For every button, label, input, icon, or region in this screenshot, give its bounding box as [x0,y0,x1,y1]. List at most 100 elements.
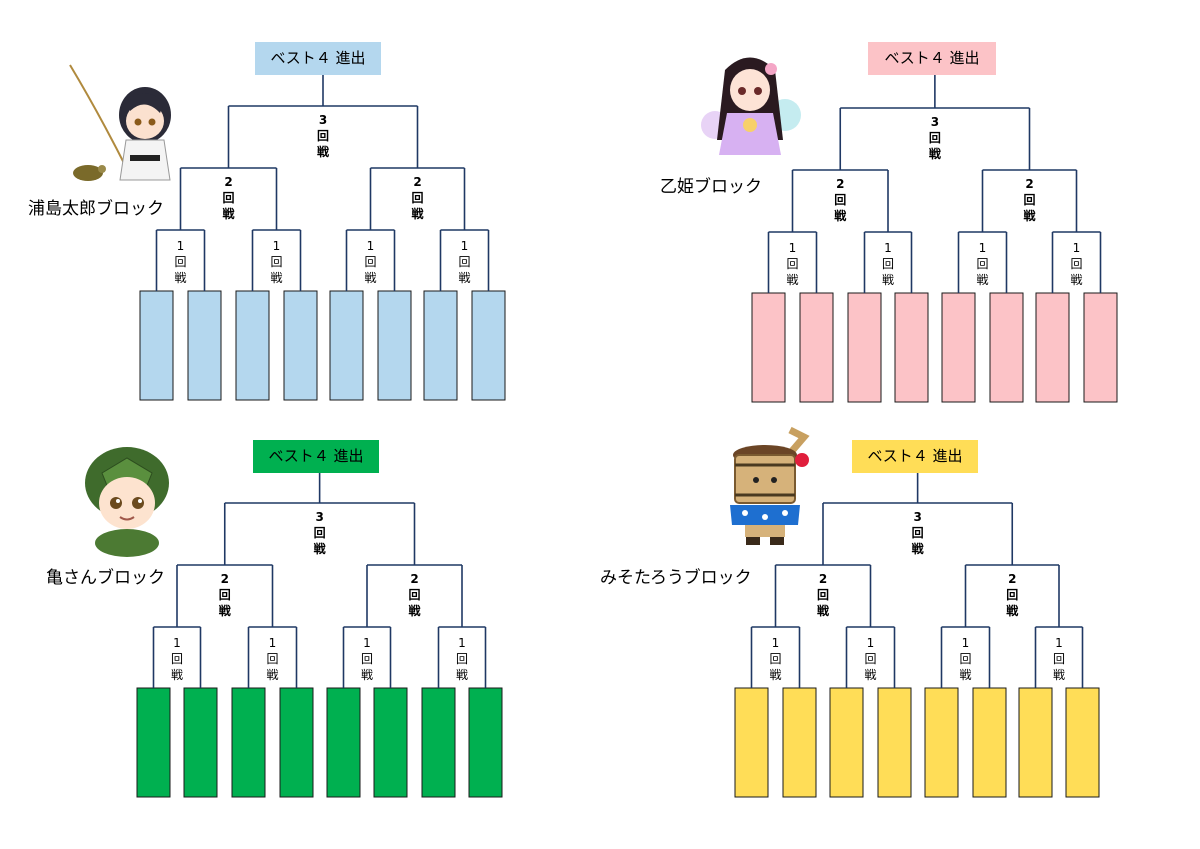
entry-slot[interactable] [373,687,408,798]
round1-label-char: 戦 [864,668,877,682]
round1-label-char: 戦 [786,273,799,287]
entry-slot[interactable] [329,290,364,401]
entry-slot[interactable] [283,290,318,401]
round2-label-char: 戦 [816,604,829,618]
entry-slot[interactable] [326,687,361,798]
round1-label-char: 1 [1055,636,1063,650]
round1-label-char: 1 [173,636,181,650]
round2-label-char: 回 [1006,588,1019,602]
entry-slot[interactable] [279,687,314,798]
round1-label-char: 回 [881,257,894,271]
entry-slot[interactable] [231,687,266,798]
round2-label: 2 回戦 [213,571,237,619]
entry-slot[interactable] [972,687,1007,798]
round1-label-char: 戦 [959,668,972,682]
entry-slot[interactable] [799,292,834,403]
entry-slot[interactable] [139,290,174,401]
round3-label-char: 戦 [928,147,941,161]
entry-slot[interactable] [421,687,456,798]
round2-label-char: 2 [836,177,845,191]
entry-slot[interactable] [1083,292,1118,403]
entry-slot[interactable] [782,687,817,798]
entry-slot[interactable] [894,292,929,403]
entry-slot[interactable] [924,687,959,798]
round2-label-char: 回 [218,588,231,602]
round1-label-char: 戦 [455,668,468,682]
round3-label-char: 戦 [911,542,924,556]
round3-label-char: 戦 [313,542,326,556]
entry-slot[interactable] [468,687,503,798]
round2-label-char: 2 [818,572,828,586]
round1-label-char: 回 [1052,652,1065,666]
round1-label-char: 戦 [270,271,283,285]
entry-slot[interactable] [847,292,882,403]
round3-label: 3 回戦 [308,509,332,557]
round1-label-char: 回 [786,257,799,271]
entry-slot[interactable] [187,290,222,401]
round1-label-char: 戦 [1052,668,1065,682]
round1-label-char: 1 [363,636,371,650]
round2-label-char: 戦 [1023,209,1036,223]
round1-label-char: 回 [364,255,377,269]
round1-label-char: 回 [959,652,972,666]
round2-label-char: 戦 [411,207,424,221]
round2-label-char: 回 [411,191,424,205]
entry-slot[interactable] [471,290,506,401]
entry-slot[interactable] [183,687,218,798]
entry-slot[interactable] [1065,687,1100,798]
round2-label-char: 2 [220,572,229,586]
block-name: 亀さんブロック [46,568,165,588]
round1-label-char: 1 [1072,241,1081,255]
round1-label-char: 1 [884,241,892,255]
entry-slot[interactable] [377,290,412,401]
entry-slot[interactable] [235,290,270,401]
round3-label-char: 3 [913,510,922,524]
entry-slot[interactable] [1035,292,1070,403]
entry-slot[interactable] [989,292,1024,403]
turtle-boy-icon [72,443,182,558]
round1-label-char: 回 [864,652,877,666]
round1-label-char: 回 [360,652,373,666]
entry-slot[interactable] [751,292,786,403]
round1-label-char: 戦 [881,273,894,287]
round3-label-char: 回 [313,526,326,540]
entry-slot[interactable] [136,687,171,798]
princess-icon [695,45,805,160]
block-name: 浦島太郎ブロック [28,199,164,219]
round1-label-char: 戦 [170,668,183,682]
round2-label-char: 戦 [1006,604,1019,618]
round1-label-char: 1 [961,636,970,650]
entry-slot[interactable] [877,687,912,798]
round2-label-char: 2 [410,572,419,586]
round1-label-char: 回 [174,255,187,269]
best4-badge: ベスト４ 進出 [868,42,996,75]
entry-slot[interactable] [734,687,769,798]
round1-label-char: 戦 [976,273,989,287]
entry-slot[interactable] [1018,687,1053,798]
round1-label-char: 戦 [266,668,279,682]
round1-label-char: 1 [460,239,469,253]
round3-label-char: 3 [930,115,940,129]
round1-label-char: 1 [788,241,797,255]
round1-label-char: 1 [458,636,466,650]
entry-slot[interactable] [941,292,976,403]
entry-slot[interactable] [829,687,864,798]
round2-label-char: 戦 [218,604,231,618]
entry-slot[interactable] [423,290,458,401]
round1-label-char: 戦 [360,668,373,682]
round1-label-char: 戦 [174,271,187,285]
round3-label-char: 3 [315,510,324,524]
